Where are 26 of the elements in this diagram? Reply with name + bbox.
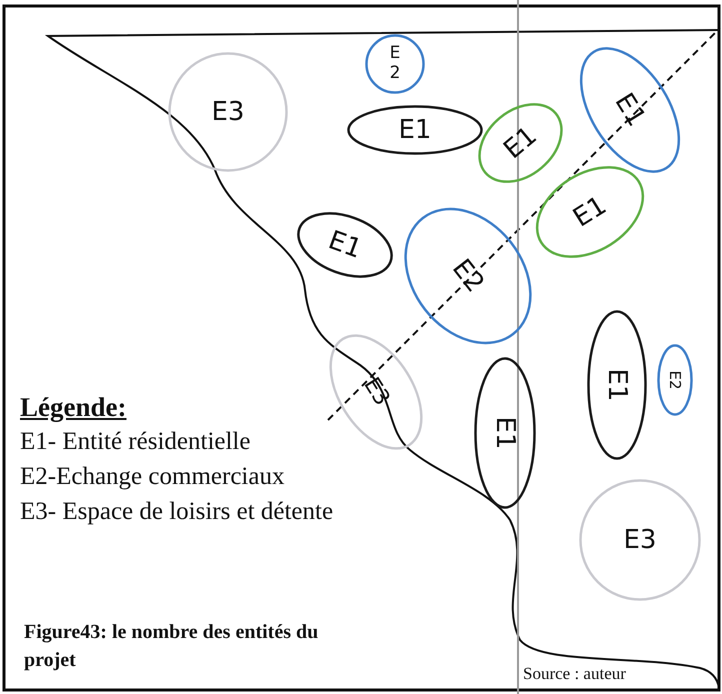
- zone-label: E2: [389, 44, 401, 84]
- legend-entry: E1- Entité résidentielle: [20, 428, 250, 456]
- ellipse-zone: [587, 310, 647, 460]
- zone-label: E1: [325, 227, 365, 263]
- zone-label: E3: [212, 99, 244, 125]
- source-note: Source : auteur: [523, 664, 626, 684]
- ellipse-zone: [474, 357, 536, 509]
- zone-label: E2: [448, 255, 488, 297]
- zone-label: E3: [624, 527, 656, 553]
- zone-label: E3: [359, 374, 393, 410]
- legend-entry: E3- Espace de loisirs et détente: [20, 498, 334, 526]
- circle-zone: [168, 52, 288, 172]
- figure-caption: Figure43: le nombre des entités du projet: [24, 620, 320, 673]
- zone-label: E1: [569, 192, 611, 232]
- zone-label: E2: [668, 370, 682, 390]
- zone-label: E1: [604, 368, 630, 402]
- circle-zone: [365, 34, 425, 94]
- zone-label: E1: [499, 122, 541, 164]
- zone-label: E1: [610, 89, 650, 131]
- legend-heading: Légende:: [20, 392, 126, 423]
- circle-zone: [579, 479, 701, 601]
- zone-label: E1: [492, 416, 518, 450]
- ellipse-zone: [347, 105, 483, 155]
- zone-label: E1: [398, 117, 432, 143]
- ellipse-zone: [657, 344, 693, 416]
- legend-entry: E2-Echange commerciaux: [20, 463, 284, 491]
